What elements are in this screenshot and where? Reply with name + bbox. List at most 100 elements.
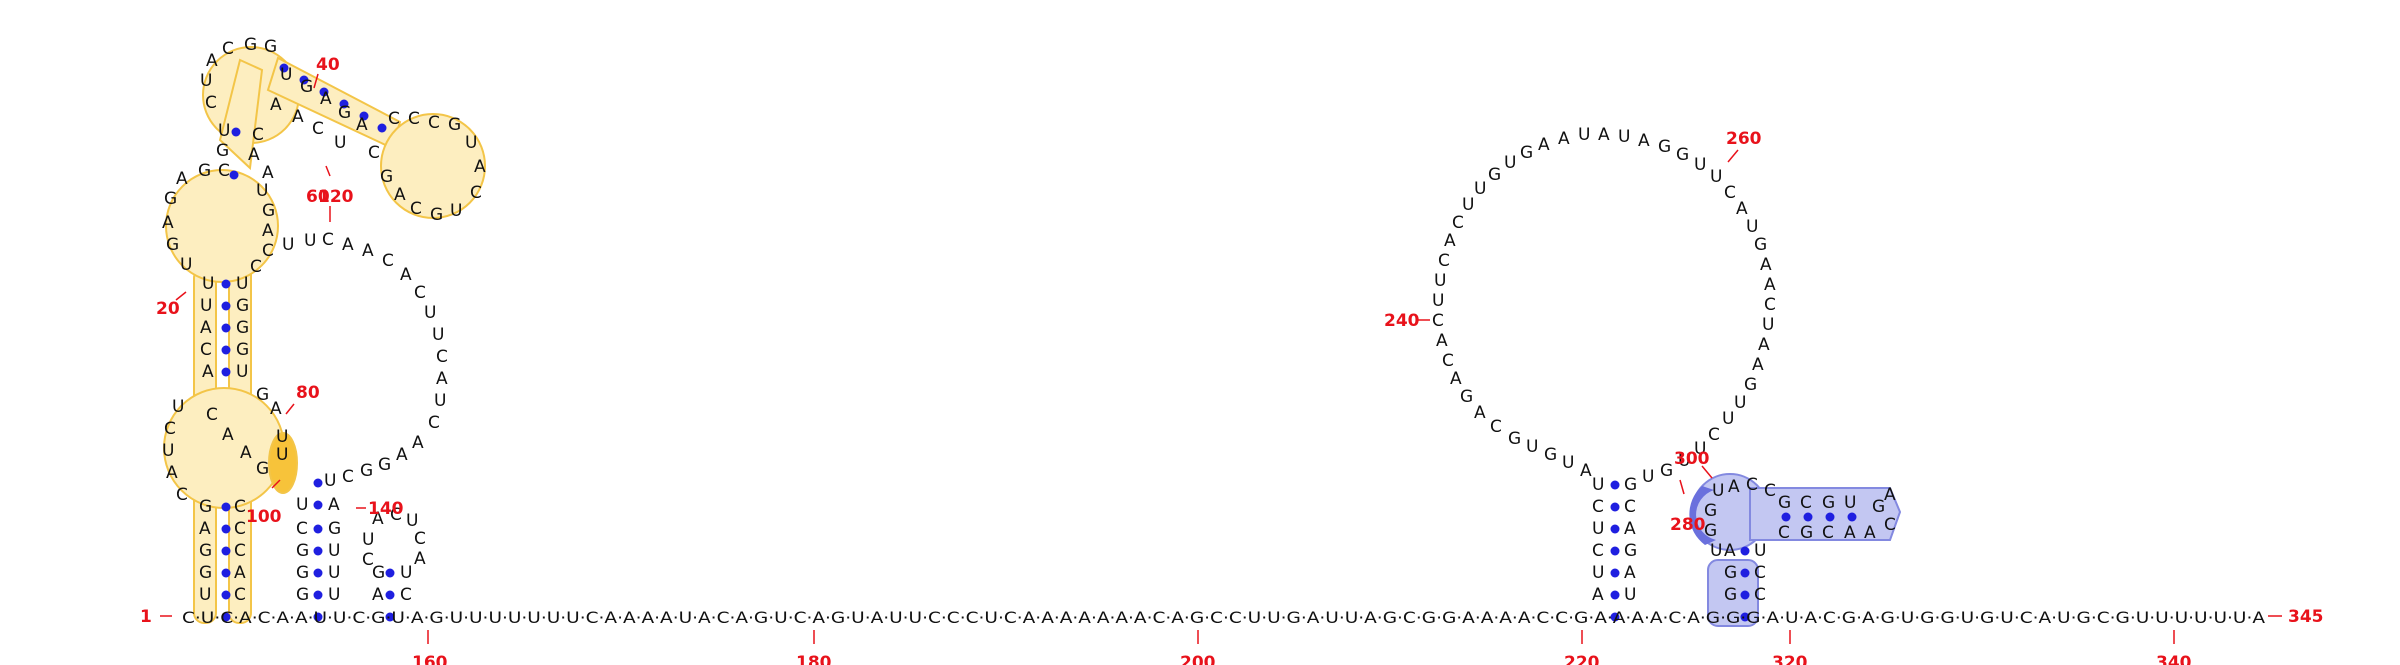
nt: C	[252, 125, 264, 145]
nt: U	[1678, 451, 1690, 471]
nt: G	[1508, 429, 1521, 449]
nt: A	[199, 519, 211, 539]
nt: U	[1694, 439, 1706, 459]
nt: U	[406, 511, 418, 531]
pair-dot	[221, 345, 231, 355]
nt: U	[1526, 437, 1538, 457]
nt: U	[1592, 519, 1604, 539]
pair-dot	[221, 279, 231, 289]
nt: A	[372, 585, 384, 605]
nt: C	[206, 405, 218, 425]
numbering-labels: 1 20 40 60 80 100 120 140 160 180 200 22…	[140, 55, 2324, 665]
tick	[285, 403, 295, 415]
nt: U	[236, 274, 248, 294]
nt: G	[164, 189, 177, 209]
nt: C	[342, 467, 354, 487]
nt: C	[218, 161, 230, 181]
nt: U	[1710, 541, 1722, 561]
base-pairs	[221, 63, 1857, 622]
nt: A	[1474, 403, 1486, 423]
nt: A	[1450, 369, 1462, 389]
position-label-160: 160	[412, 653, 448, 665]
nt: U	[1618, 127, 1630, 147]
nt: U	[1504, 153, 1516, 173]
nt: A	[1444, 231, 1456, 251]
nt: U	[1694, 155, 1706, 175]
nt: A	[262, 163, 274, 183]
nt: U	[1434, 271, 1446, 291]
nt: U	[328, 563, 340, 583]
nt: C	[205, 93, 217, 113]
position-label-240: 240	[1384, 311, 1420, 331]
nt: C	[176, 485, 188, 505]
nt: G	[296, 563, 309, 583]
nt: A	[1864, 523, 1876, 543]
pair-dot	[1825, 512, 1835, 522]
nt: C	[470, 183, 482, 203]
nt: G	[1660, 461, 1673, 481]
nt: G	[236, 296, 249, 316]
nt: C	[1438, 251, 1450, 271]
nt: C	[414, 529, 426, 549]
nt: C	[262, 241, 274, 261]
nt: A	[396, 445, 408, 465]
nt: U	[334, 133, 346, 153]
pair-dot	[313, 500, 323, 510]
nt: G	[1544, 445, 1557, 465]
nt: A	[1844, 523, 1856, 543]
nt: U	[1844, 493, 1856, 513]
pair-dot	[221, 323, 231, 333]
nt: A	[202, 362, 214, 382]
pair-dot	[221, 590, 231, 600]
pair-dot	[313, 478, 323, 488]
tick	[175, 291, 187, 301]
nt: A	[1436, 331, 1448, 351]
nt: C	[1822, 523, 1834, 543]
nt: U	[1562, 453, 1574, 473]
nt: C	[1708, 425, 1720, 445]
nt: U	[199, 585, 211, 605]
nt: U	[1592, 563, 1604, 583]
nt: G	[1872, 497, 1885, 517]
pair-dot	[313, 524, 323, 534]
nt: G	[1724, 585, 1737, 605]
nt: G	[236, 340, 249, 360]
pair-dot	[313, 612, 323, 622]
numbering-ticks	[160, 73, 2282, 644]
nt: C	[234, 585, 246, 605]
nt: A	[206, 51, 218, 71]
yellow-right-loop	[380, 113, 486, 219]
nt: A	[1624, 519, 1636, 539]
pair-dot	[229, 170, 239, 180]
pair-dot	[385, 590, 395, 600]
nt: G	[1800, 523, 1813, 543]
nt: G	[1704, 501, 1717, 521]
nt: U	[180, 255, 192, 275]
nt: G	[199, 497, 212, 517]
nt: U	[1462, 195, 1474, 215]
pair-dot	[313, 590, 323, 600]
nt: G	[380, 167, 393, 187]
nt: G	[372, 563, 385, 583]
nt: U	[324, 471, 336, 491]
nt: G	[216, 141, 229, 161]
nt: G	[328, 519, 341, 539]
nt: U	[1624, 585, 1636, 605]
nt: U	[1642, 467, 1654, 487]
nt: A	[474, 157, 486, 177]
nt: G	[1460, 387, 1473, 407]
nt: C	[362, 550, 374, 570]
nt: G	[236, 318, 249, 338]
nt: U	[1710, 167, 1722, 187]
nt: G	[199, 563, 212, 583]
position-label-180: 180	[796, 653, 832, 665]
nt: G	[264, 37, 277, 57]
pair-dot	[1610, 480, 1620, 490]
blue-hairpin-arm	[1749, 487, 1902, 541]
pair-dot	[1803, 512, 1813, 522]
position-label-345: 345	[2288, 607, 2324, 627]
nt: U	[276, 427, 288, 447]
nt: A	[248, 145, 260, 165]
pair-dot	[279, 63, 289, 73]
position-label-340: 340	[2156, 653, 2192, 665]
